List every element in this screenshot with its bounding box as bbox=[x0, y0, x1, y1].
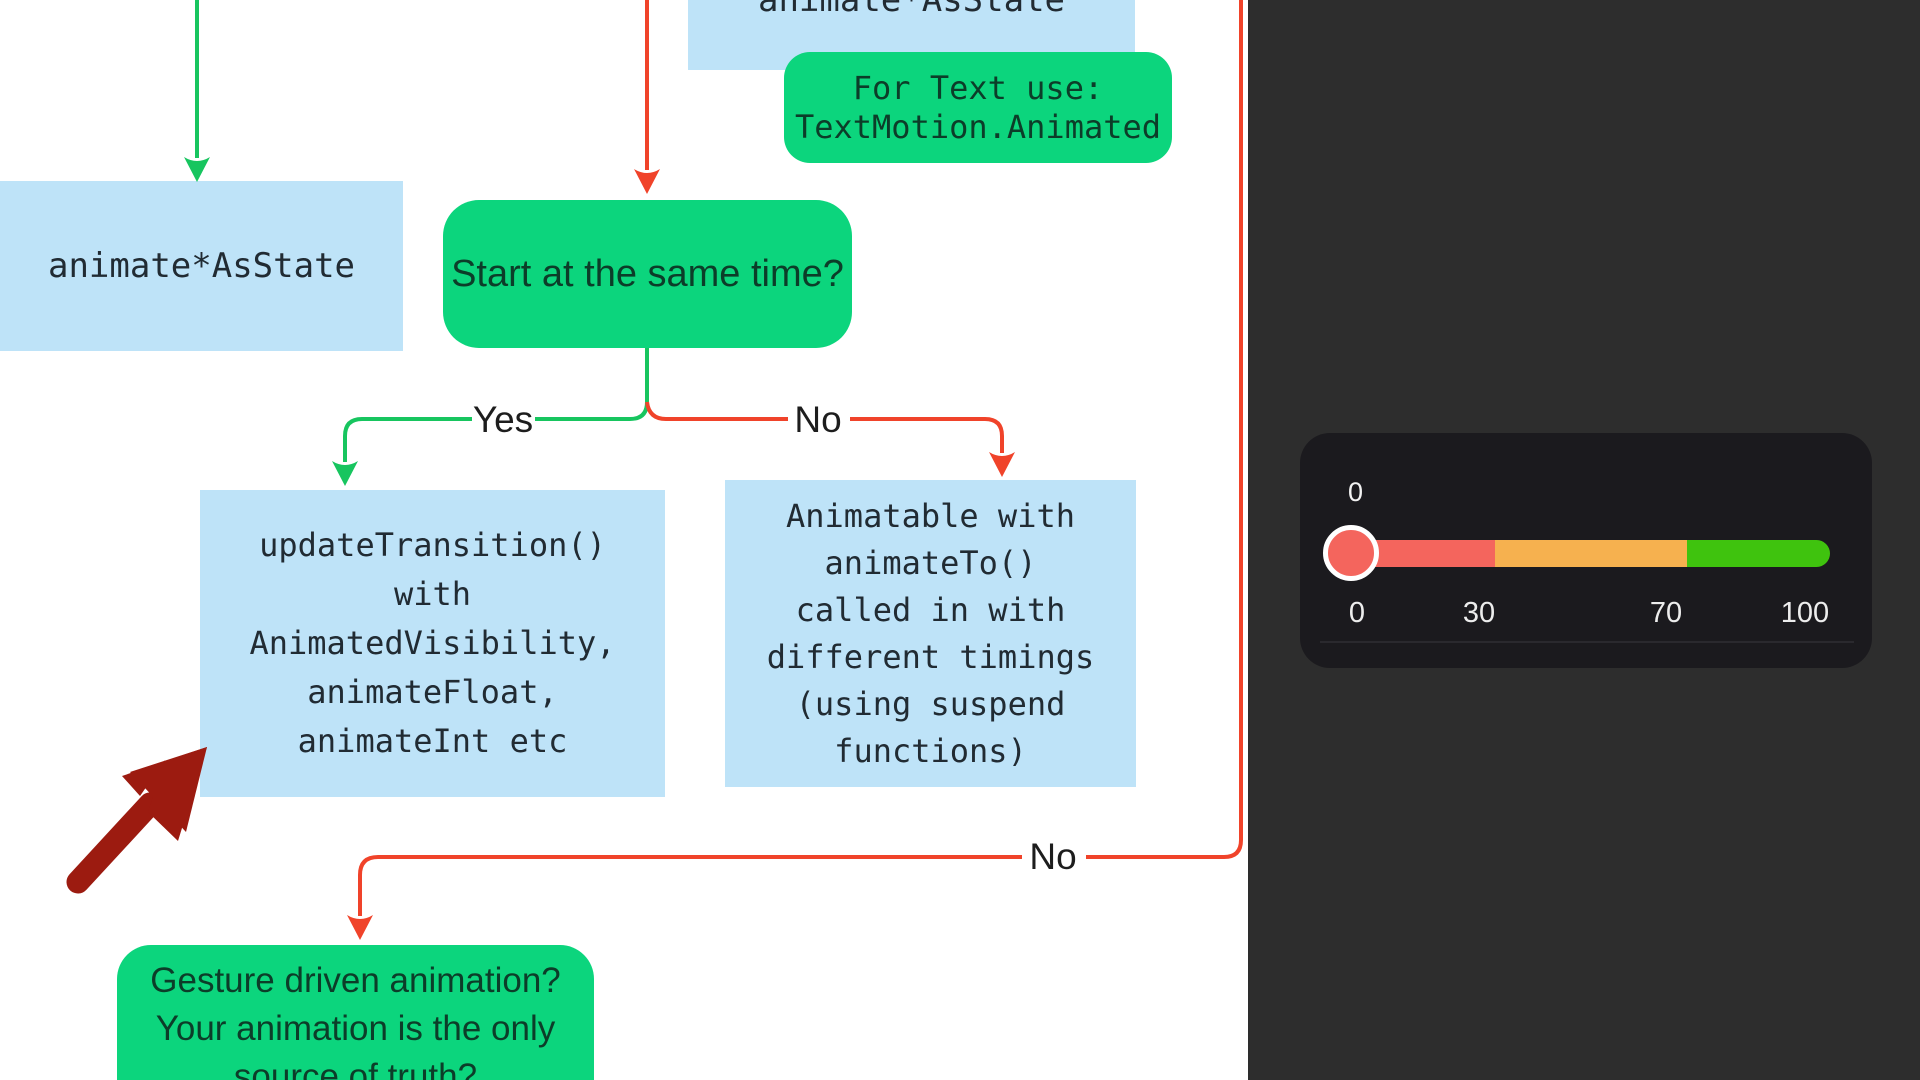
branch-label-yes: Yes bbox=[472, 399, 534, 440]
arrowhead-icon bbox=[989, 452, 1015, 477]
slider-card: 0 0 30 70 100 bbox=[1300, 433, 1872, 668]
node-line: animateFloat, bbox=[307, 673, 558, 711]
slider-tick-30: 30 bbox=[1462, 597, 1496, 629]
flow-node-start-same-time: Start at the same time? bbox=[443, 200, 852, 348]
node-line: with bbox=[393, 575, 472, 613]
flow-note-textmotion: For Text use: TextMotion.Animated bbox=[784, 52, 1172, 163]
slider-tick-70: 70 bbox=[1649, 597, 1683, 629]
flow-node-animate-as-state: animate*AsState bbox=[0, 181, 403, 351]
app-preview-panel: 0 0 30 70 100 bbox=[1248, 0, 1920, 1080]
arrowhead-icon bbox=[332, 461, 358, 486]
node-line: (using suspend bbox=[795, 684, 1066, 723]
slider-current-value: 0 bbox=[1348, 477, 1364, 507]
node-line: AnimatedVisibility, bbox=[249, 624, 616, 662]
node-line: animateInt etc bbox=[297, 722, 568, 760]
flow-node-gesture-driven: Gesture driven animation? Your animation… bbox=[117, 945, 594, 1080]
node-line: Your animation is the only bbox=[155, 1009, 556, 1048]
branch-label-no: No bbox=[794, 399, 842, 440]
note-line: For Text use: bbox=[852, 68, 1104, 107]
node-text: animate*AsState bbox=[47, 246, 356, 286]
branch-label-no-bottom: No bbox=[1029, 836, 1077, 877]
node-line: functions) bbox=[834, 731, 1027, 770]
node-line: called in with bbox=[795, 590, 1066, 629]
slider-segment-green bbox=[1687, 540, 1830, 567]
slider-tick-0: 0 bbox=[1348, 597, 1366, 629]
slider-tick-100: 100 bbox=[1780, 597, 1830, 629]
node-line: different timings bbox=[766, 637, 1095, 676]
slider-track[interactable] bbox=[1351, 540, 1830, 567]
node-line: Gesture driven animation? bbox=[150, 961, 561, 1000]
arrowhead-icon bbox=[634, 169, 660, 194]
node-text: Start at the same time? bbox=[451, 252, 844, 295]
node-line: updateTransition() bbox=[259, 526, 606, 564]
flow-node-animatable: Animatable with animateTo() called in wi… bbox=[725, 480, 1136, 787]
flow-node-update-transition: updateTransition() with AnimatedVisibili… bbox=[200, 490, 665, 797]
animation-decision-flowchart: animate*AsState For Text use: TextMotion… bbox=[0, 0, 1243, 1080]
slider-thumb[interactable] bbox=[1323, 525, 1379, 581]
slider-segment-orange bbox=[1495, 540, 1687, 567]
card-divider bbox=[1320, 641, 1854, 643]
hand-drawn-arrow-icon bbox=[66, 747, 207, 894]
node-line: animateTo() bbox=[824, 543, 1037, 582]
node-line: Animatable with bbox=[786, 496, 1075, 535]
arrowhead-icon bbox=[347, 915, 373, 940]
flow-node-clipped-text: animate*AsState bbox=[757, 0, 1066, 20]
node-line: source of truth? bbox=[233, 1057, 478, 1080]
arrowhead-icon bbox=[184, 157, 210, 182]
note-line: TextMotion.Animated bbox=[794, 107, 1162, 146]
